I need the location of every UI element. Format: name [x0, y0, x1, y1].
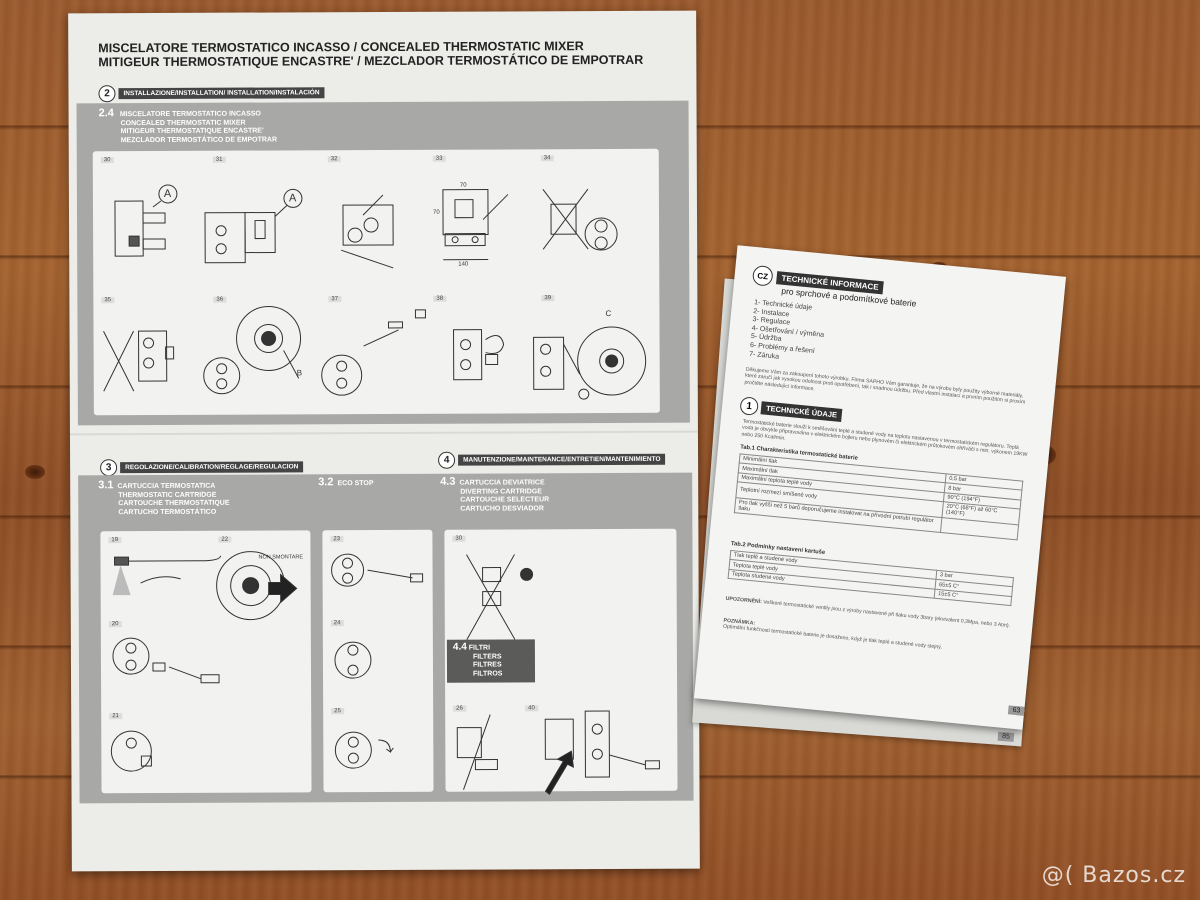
- filters-label: 4.4 FILTRI FILTERS FILTRES FILTROS: [446, 639, 536, 683]
- maintenance-figures: 30 26 40: [444, 528, 678, 796]
- eco-stop-figures: 23 24 25: [322, 529, 434, 793]
- label-b: B: [296, 368, 303, 378]
- paper-fold: [69, 430, 698, 436]
- section-bar: INSTALLAZIONE/INSTALLATION/ INSTALLATION…: [118, 87, 325, 100]
- installation-figures: 30 31 32 33 34 35 36 37 38 39: [92, 148, 660, 416]
- sheet-title-line2: MITIGEUR THERMOSTATIQUE ENCASTRE' / MEZC…: [98, 52, 644, 70]
- installation-drawings: [103, 184, 647, 400]
- label-a: A: [288, 192, 297, 205]
- calibration-figures: 19 22 20 21 NON SMONTARE: [100, 530, 312, 794]
- installation-panel: 2.4 MISCELATORE TERMOSTATICO INCASSO CON…: [76, 100, 690, 426]
- eco-stop-drawings: [331, 553, 424, 769]
- table-of-contents: 1- Technické údaje 2- Instalace 3- Regul…: [749, 299, 827, 366]
- section-2-header: 2 INSTALLAZIONE/INSTALLATION/ INSTALLATI…: [98, 84, 325, 103]
- label-a: A: [163, 187, 172, 200]
- bazos-watermark: @( Bazos.cz: [1041, 863, 1186, 888]
- subtitle-2-4: 2.4 MISCELATORE TERMOSTATICO INCASSO CON…: [98, 107, 278, 144]
- wood-knot: [25, 465, 45, 479]
- page-number: 63: [1008, 705, 1025, 716]
- maintenance-drawings: [456, 554, 660, 796]
- calibration-drawings: [110, 551, 298, 772]
- section-number: 2: [98, 85, 116, 103]
- dimension-label: 70: [432, 209, 440, 216]
- page-number: 85: [997, 731, 1015, 742]
- instruction-sheet: MISCELATORE TERMOSTATICO INCASSO / CONCE…: [68, 10, 700, 872]
- czech-booklet: CZ TECHNICKÉ INFORMACE pro sprchové a po…: [693, 245, 1067, 730]
- dimension-label: 140: [458, 261, 469, 268]
- language-badge: CZ: [751, 264, 774, 287]
- section-4-header: 4 MANUTENZIONE/MAINTENANCE/ENTRETIEN/MAN…: [438, 451, 666, 469]
- dimension-label: 70: [459, 182, 467, 189]
- label-c: C: [605, 309, 612, 319]
- sheet-title: MISCELATORE TERMOSTATICO INCASSO / CONCE…: [98, 39, 643, 69]
